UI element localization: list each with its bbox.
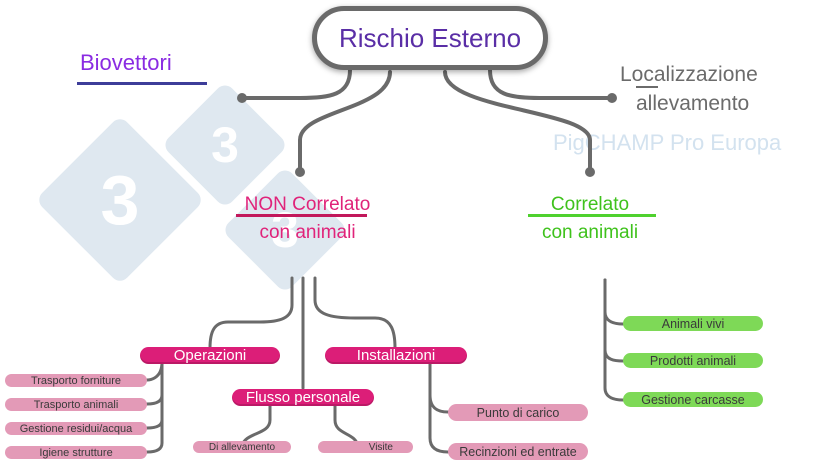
localizzazione-strike bbox=[636, 86, 658, 88]
flusso-item: Visite bbox=[318, 441, 413, 453]
installazioni-item: Recinzioni ed entrate bbox=[448, 443, 588, 460]
correlato-line1: Correlato bbox=[550, 194, 630, 215]
correlato-item: Gestione carcasse bbox=[623, 392, 763, 407]
connector-corr-1 bbox=[603, 278, 625, 326]
non-correlato-node: NON Correlato con animali bbox=[220, 191, 395, 247]
connector-fl-2 bbox=[333, 403, 360, 448]
operazioni-item: Gestione residui/acqua bbox=[5, 422, 147, 435]
non-correlato-line2: con animali bbox=[259, 222, 356, 243]
correlato-node: Correlato con animali bbox=[520, 191, 660, 247]
correlato-item: Animali vivi bbox=[623, 316, 763, 331]
connector-root-noncorr bbox=[298, 70, 392, 174]
connector-op-1 bbox=[145, 360, 164, 382]
connector-in-1 bbox=[428, 362, 450, 414]
non-correlato-underline bbox=[236, 214, 367, 217]
flusso-item: Di allevamento bbox=[193, 441, 291, 453]
operazioni-item: Trasporto forniture bbox=[5, 374, 147, 387]
localizzazione-line1: Localizzazione bbox=[620, 63, 758, 86]
correlato-underline bbox=[528, 214, 656, 217]
installazioni-node: Installazioni bbox=[325, 347, 467, 364]
correlato-item: Prodotti animali bbox=[623, 353, 763, 368]
operazioni-node: Operazioni bbox=[140, 347, 280, 364]
connector-installazioni bbox=[313, 276, 397, 350]
operazioni-item: Igiene strutture bbox=[5, 446, 147, 459]
connector-root-left bbox=[240, 68, 352, 100]
localizzazione-line2: allevamento bbox=[636, 92, 750, 115]
connector-fl-1 bbox=[240, 403, 272, 448]
connector-root-right bbox=[488, 68, 614, 100]
operazioni-item: Trasporto animali bbox=[5, 398, 147, 411]
root-node: Rischio Esterno bbox=[312, 6, 548, 70]
connector-operazioni bbox=[208, 276, 294, 350]
correlato-line2: con animali bbox=[541, 222, 639, 243]
connector-op-2 bbox=[145, 360, 164, 406]
localizzazione-node: Localizzazione allevamento bbox=[620, 60, 758, 118]
connector-corr-3 bbox=[603, 278, 625, 402]
non-correlato-line1: NON Correlato bbox=[244, 194, 371, 215]
connector-in-2 bbox=[428, 362, 450, 454]
flusso-personale-node: Flusso personale bbox=[232, 389, 374, 406]
biovettori-label: Biovettori bbox=[80, 50, 172, 75]
connector-op-4 bbox=[145, 360, 164, 454]
connector-root-corr bbox=[443, 70, 592, 174]
root-label: Rischio Esterno bbox=[338, 22, 522, 53]
biovettori-underline bbox=[77, 82, 207, 85]
installazioni-item: Punto di carico bbox=[448, 404, 588, 421]
